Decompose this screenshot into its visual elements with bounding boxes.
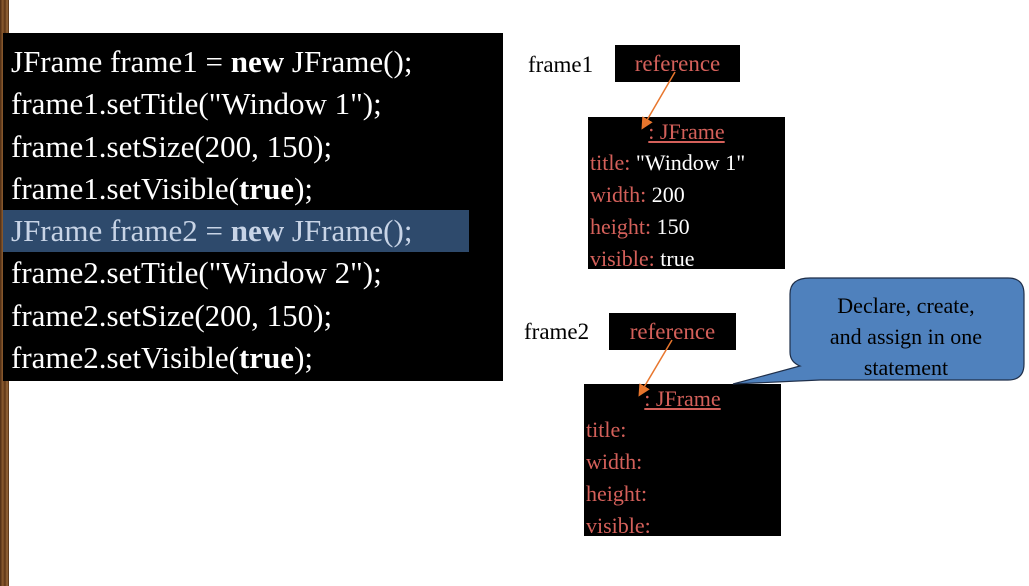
code-line-2: frame1.setTitle("Window 1"); [11, 86, 382, 122]
frame2-field-title: title: [586, 417, 627, 442]
callout-line-1: Declare, create, [837, 293, 975, 318]
frame1-object-title: : JFrame [648, 119, 725, 144]
code-line-8: frame2.setVisible(true); [11, 340, 314, 376]
callout-line-3: statement [863, 355, 949, 380]
frame2-object-box: : JFrame title: width: height: visible: [584, 384, 781, 538]
frame2-object-title: : JFrame [644, 386, 721, 411]
callout-text: Declare, create, and assign in one state… [796, 290, 1016, 383]
code-line-7: frame2.setSize(200, 150); [11, 297, 333, 333]
frame1-reference-box: reference [615, 45, 740, 82]
code-line-3: frame1.setSize(200, 150); [11, 128, 333, 164]
callout-line-2: and assign in one [829, 324, 983, 349]
frame2-field-height: height: [586, 481, 648, 506]
code-line-5-highlighted: JFrame frame2 = new JFrame(); [3, 210, 469, 253]
frame2-reference-box: reference [609, 313, 736, 350]
code-line-6: frame2.setTitle("Window 2"); [11, 255, 382, 291]
code-panel: JFrame frame1 = new JFrame(); frame1.set… [3, 33, 503, 381]
frame1-var-label: frame1 [528, 52, 594, 77]
frame1-object-box: : JFrame title: "Window 1" width: 200 he… [588, 117, 785, 271]
frame1-field-height: height: 150 [590, 214, 690, 239]
frame2-var-label: frame2 [524, 319, 590, 344]
code-line-1: JFrame frame1 = new JFrame(); [11, 44, 413, 79]
frame1-field-width: width: 200 [590, 182, 685, 207]
frame2-field-width: width: [586, 449, 643, 474]
frame1-field-visible: visible: true [590, 246, 695, 271]
frame2-field-visible: visible: [586, 513, 651, 538]
frame1-field-title: title: "Window 1" [590, 150, 746, 175]
code-line-4: frame1.setVisible(true); [11, 170, 314, 206]
